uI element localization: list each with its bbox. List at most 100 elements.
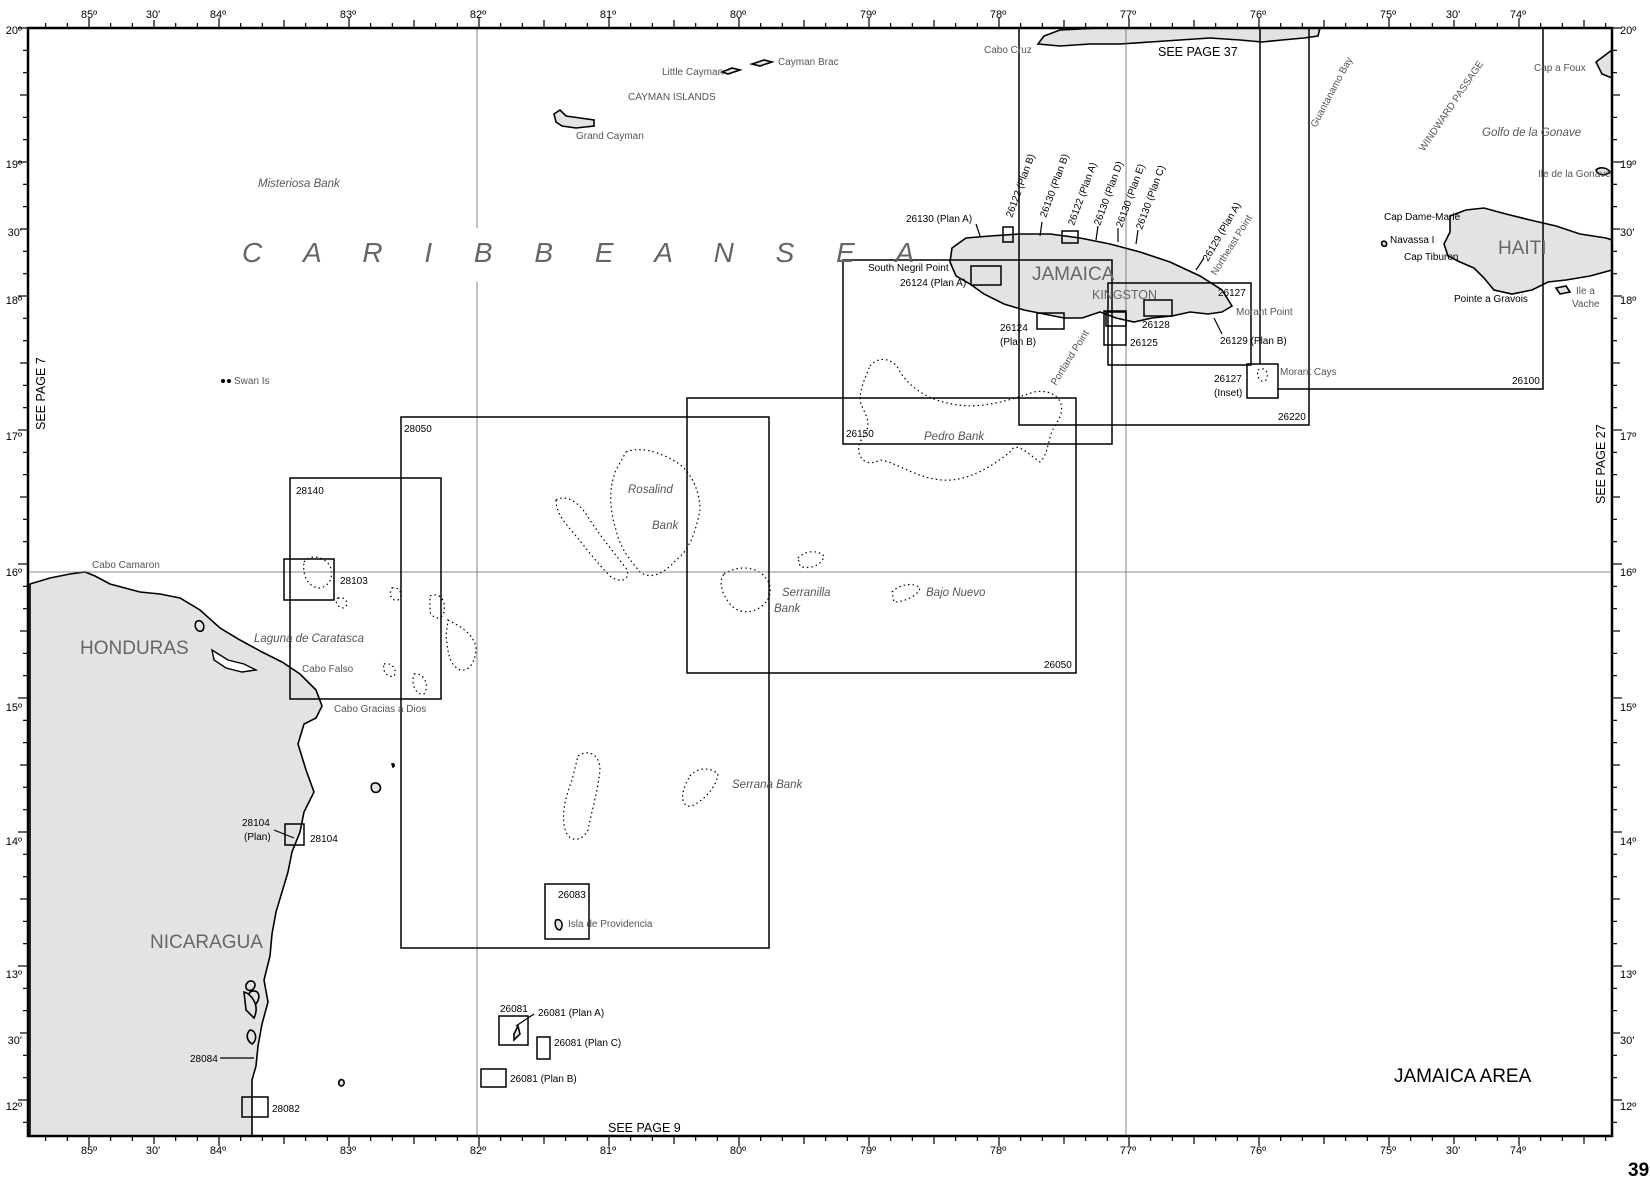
feature-laguna-caratasca: Laguna de Caratasca (254, 633, 364, 645)
feature-rosalind-bank: Bank (652, 520, 679, 532)
chart-label-26081-plan-b[interactable]: 26081 (Plan B) (510, 1074, 577, 1085)
leader-26081-plan-a (515, 1013, 535, 1027)
place-ile-a-vache: Vache (1572, 299, 1600, 310)
chart-label-28103[interactable]: 28103 (340, 576, 368, 587)
lat-label: 15º (6, 702, 22, 714)
chart-label-26050[interactable]: 26050 (1044, 660, 1072, 671)
serranilla-bank-outline (720, 567, 771, 613)
place-swan-is: Swan Is (234, 376, 270, 387)
coastal-islet (243, 990, 257, 1020)
chart-box-26122-plan-b (1002, 226, 1014, 243)
lon-label: 83º (340, 1145, 356, 1157)
see-page-right[interactable]: SEE PAGE 27 (1594, 424, 1608, 504)
lon-label: 84º (210, 1145, 226, 1157)
lat-label: 16º (6, 567, 22, 579)
chart-label-26100[interactable]: 26100 (1512, 376, 1540, 387)
leader-26130-plan-c (1135, 229, 1139, 245)
leader-26130-plan-d (1095, 225, 1099, 241)
chart-box-28050 (400, 416, 770, 949)
chart-label-26127-inset[interactable]: 26127 (1214, 374, 1242, 385)
little-cayman (719, 67, 743, 75)
feature-rosalind-bank: Rosalind (628, 484, 673, 496)
place-navassa: Navassa I (1390, 235, 1434, 246)
chart-label-26129-plan-b[interactable]: 26129 (Plan B) (1220, 336, 1287, 347)
see-page-left[interactable]: SEE PAGE 7 (34, 357, 48, 430)
lat-label: 30' (8, 1035, 22, 1047)
chart-label-28104[interactable]: 28104 (310, 834, 338, 845)
chart-label-26125[interactable]: 26125 (1130, 338, 1158, 349)
chart-label-26127-inset[interactable]: (Inset) (1214, 388, 1242, 399)
feature-serranilla-bank: Serranilla (782, 587, 831, 599)
lat-label: 20º (1620, 25, 1636, 37)
chart-label-28104-plan[interactable]: 28104 (242, 818, 270, 829)
lat-label: 14º (1620, 836, 1636, 848)
chart-label-26083[interactable]: 26083 (558, 890, 586, 901)
chart-label-26220[interactable]: 26220 (1278, 412, 1306, 423)
reef-outline (445, 619, 477, 671)
chart-label-26081[interactable]: 26081 (500, 1004, 528, 1015)
feature-windward-passage: WINDWARD PASSAGE (1417, 59, 1486, 154)
lon-label: 75º (1380, 1145, 1396, 1157)
lon-label: 80º (730, 9, 746, 21)
chart-label-26122-plan-b[interactable]: 26122 (Plan B) (1004, 153, 1037, 219)
lon-label: 80º (730, 1145, 746, 1157)
chart-box-28103 (283, 558, 335, 601)
caratasca-reef-outline (335, 597, 348, 609)
place-morant-cays: Morant Cays (1280, 367, 1337, 378)
lat-label: 12º (1620, 1101, 1636, 1113)
feature-golfo-gonave: Golfo de la Gonave (1482, 127, 1581, 139)
lon-label: 78º (990, 1145, 1006, 1157)
cuba-landmass (1036, 27, 1322, 47)
chart-box-26050 (686, 397, 1077, 674)
lon-label: 77º (1120, 9, 1136, 21)
chart-label-26130-plan-a[interactable]: 26130 (Plan A) (906, 214, 972, 225)
place-grand-cayman: Grand Cayman (576, 131, 644, 142)
latitude-labels-left: 20º 19º 30' 18º 17º 16º 15º 14º 13º 30' … (6, 25, 22, 1113)
haiti-landmass (1443, 207, 1613, 295)
isla-providencia (554, 918, 563, 931)
bajo-nuevo-outline (891, 583, 921, 603)
chart-box-26125-inner (1105, 311, 1127, 327)
place-isla-providencia: Isla de Providencia (568, 919, 653, 930)
navassa-island (1380, 240, 1388, 247)
place-pointe-a-gravois: Pointe a Gravois (1454, 294, 1528, 305)
chart-label-26081-plan-a[interactable]: 26081 (Plan A) (538, 1008, 604, 1019)
chart-label-28050[interactable]: 28050 (404, 424, 432, 435)
chart-label-26124-plan-b[interactable]: (Plan B) (1000, 337, 1036, 348)
place-morant-point: Morant Point (1236, 307, 1293, 318)
leader-26129-plan-b (1213, 317, 1223, 335)
chart-label-28082[interactable]: 28082 (272, 1104, 300, 1115)
chart-label-26081-plan-c[interactable]: 26081 (Plan C) (554, 1038, 621, 1049)
chart-box-26127-inset (1246, 363, 1279, 399)
lon-label: 82º (470, 9, 486, 21)
see-page-top[interactable]: SEE PAGE 37 (1158, 45, 1238, 59)
lat-label: 30' (8, 227, 22, 239)
chart-label-28140[interactable]: 28140 (296, 486, 324, 497)
chart-label-26124-plan-a[interactable]: 26124 (Plan A) (900, 278, 966, 289)
chart-box-26125 (1103, 310, 1127, 346)
chart-label-26124-plan-b[interactable]: 26124 (1000, 323, 1028, 334)
chart-label-26128[interactable]: 26128 (1142, 320, 1170, 331)
chart-label-26130-plan-b[interactable]: 26130 (Plan B) (1038, 153, 1071, 219)
lon-label: 85º (81, 1145, 97, 1157)
see-page-bottom[interactable]: SEE PAGE 9 (608, 1121, 681, 1135)
lat-label: 15º (1620, 702, 1636, 714)
chart-label-28104-plan[interactable]: (Plan) (244, 832, 271, 843)
leader-28104-plan (273, 829, 295, 839)
chart-label-28084[interactable]: 28084 (190, 1054, 218, 1065)
caribbean-sea-label: C A R I B B E A N S E A (242, 237, 931, 268)
leader-26129-plan-a (1195, 257, 1205, 271)
chart-box-28140 (289, 477, 442, 700)
place-ile-a-vache: Ile a (1576, 286, 1595, 297)
place-portland-point: Portland Point (1049, 328, 1092, 387)
chart-label-26150[interactable]: 26150 (846, 429, 874, 440)
chart-box-26081-plan-c (536, 1036, 551, 1060)
lat-label: 19º (6, 159, 22, 171)
lon-label: 30' (146, 9, 160, 21)
reef-outline (429, 594, 445, 619)
san-andres-island (513, 1023, 521, 1042)
lon-label: 85º (81, 9, 97, 21)
place-south-negril: South Negril Point (868, 263, 949, 274)
chart-label-26127[interactable]: 26127 (1218, 288, 1246, 299)
